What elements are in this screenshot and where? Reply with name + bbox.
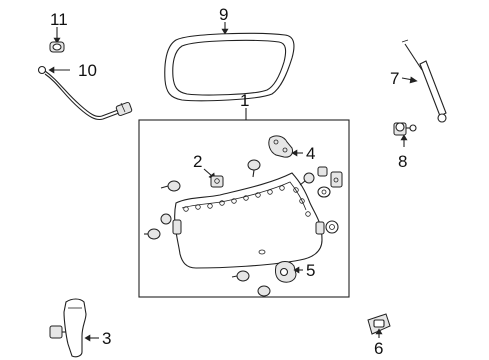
fastener-j bbox=[231, 270, 250, 282]
fastener-b bbox=[247, 159, 261, 178]
fastener-f bbox=[317, 186, 331, 198]
part-8-ball-stud bbox=[393, 122, 417, 147]
fastener-e bbox=[330, 171, 343, 188]
part-10-cable bbox=[37, 65, 133, 121]
callout-8: 8 bbox=[398, 152, 407, 171]
fastener-d bbox=[317, 166, 328, 177]
part-11-clip bbox=[49, 27, 65, 53]
fastener-k bbox=[257, 285, 271, 297]
callout-10: 10 bbox=[78, 61, 97, 80]
fastener-h bbox=[160, 213, 172, 225]
callout-11: 11 bbox=[50, 10, 68, 29]
back-door-panel bbox=[172, 172, 325, 269]
callout-7: 7 bbox=[390, 69, 399, 88]
fastener-g bbox=[144, 228, 161, 240]
callout-5: 5 bbox=[306, 261, 315, 280]
part-5-latch bbox=[275, 261, 303, 283]
fastener-i bbox=[325, 220, 339, 234]
part-6-stopper bbox=[367, 313, 391, 338]
callout-2: 2 bbox=[193, 152, 202, 171]
callout-9: 9 bbox=[219, 5, 228, 24]
callout-3: 3 bbox=[102, 329, 111, 348]
part-2-nut bbox=[203, 168, 224, 188]
part-3-bracket bbox=[49, 298, 99, 358]
part-1-box bbox=[138, 108, 350, 298]
callout-1: 1 bbox=[240, 91, 249, 110]
callout-4: 4 bbox=[306, 144, 315, 163]
fastener-c bbox=[299, 172, 315, 186]
part-4-hinge bbox=[268, 135, 303, 158]
part-9-seal bbox=[164, 22, 295, 102]
fastener-a bbox=[160, 180, 181, 192]
part-7-strut bbox=[401, 39, 447, 123]
callout-6: 6 bbox=[374, 339, 383, 358]
